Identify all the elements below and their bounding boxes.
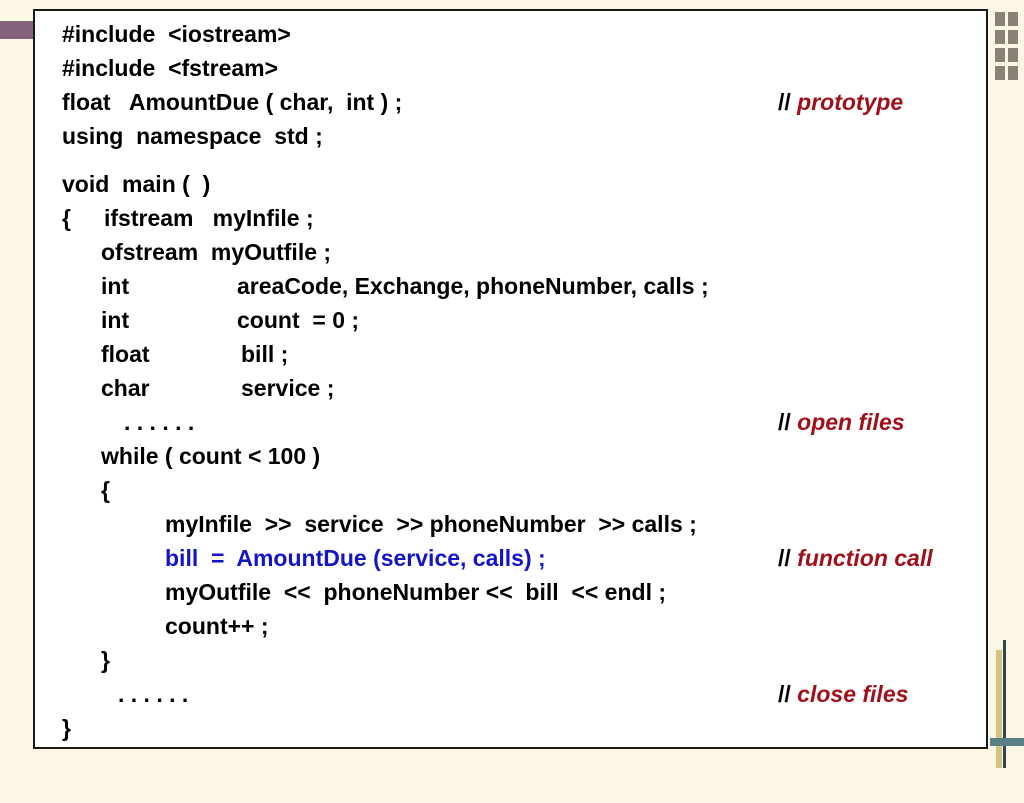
code-text: myOutfile << phoneNumber << bill << endl…	[165, 579, 667, 605]
code-listing: #include <iostream> #include <fstream> f…	[35, 11, 986, 747]
code-text: count++ ;	[165, 613, 269, 639]
code-text: service ;	[241, 375, 335, 401]
code-line: char service ;	[101, 373, 334, 403]
code-text: }	[101, 647, 110, 673]
code-line: { ifstream myInfile ;	[62, 203, 314, 233]
code-text: . . . . . .	[118, 681, 189, 707]
code-text: int	[101, 307, 130, 333]
code-line: #include <fstream>	[62, 53, 278, 83]
comment-text: open files	[797, 409, 905, 435]
code-line: int count = 0 ;	[101, 305, 359, 335]
code-line: float bill ;	[101, 339, 288, 369]
code-line: }	[62, 713, 100, 743]
code-line: while ( count < 100 )	[101, 441, 320, 471]
code-text: void main ( )	[62, 171, 211, 197]
code-text: {	[62, 205, 71, 231]
code-line: . . . . . . // open files	[62, 407, 905, 437]
code-line: #include <iostream>	[62, 19, 291, 49]
code-text: myInfile >> service >> phoneNumber >> ca…	[165, 511, 697, 537]
code-text: while ( count < 100 )	[101, 443, 321, 469]
decorative-pattern-icon	[993, 10, 1021, 88]
comment-prefix: //	[778, 409, 791, 435]
code-comment: // close files	[778, 679, 908, 709]
code-line: using namespace std ;	[62, 121, 323, 151]
code-text: ifstream myInfile ;	[104, 205, 314, 231]
code-line: ofstream myOutfile ;	[101, 237, 331, 267]
decorative-bar	[996, 650, 1002, 768]
comment-prefix: //	[778, 545, 791, 571]
code-line: count++ ;	[165, 611, 269, 641]
code-line: }	[101, 645, 139, 675]
code-text: ofstream myOutfile ;	[101, 239, 332, 265]
code-comment: // open files	[778, 407, 905, 437]
decorative-bar-horizontal	[990, 738, 1024, 746]
code-line: bill = AmountDue (service, calls) ; // f…	[62, 543, 933, 573]
code-comment: // function call	[778, 543, 933, 573]
code-text: #include <fstream>	[62, 55, 279, 81]
code-text: #include <iostream>	[62, 21, 291, 47]
code-text: int	[101, 273, 130, 299]
code-line: {	[101, 475, 139, 505]
code-line: myInfile >> service >> phoneNumber >> ca…	[165, 509, 697, 539]
code-comment: // prototype	[778, 87, 903, 117]
comment-text: close files	[797, 681, 909, 707]
accent-bar	[0, 21, 33, 39]
code-line: myOutfile << phoneNumber << bill << endl…	[165, 577, 666, 607]
code-text: . . . . . .	[124, 409, 195, 435]
comment-prefix: //	[778, 681, 791, 707]
code-text: using namespace std ;	[62, 123, 323, 149]
comment-prefix: //	[778, 89, 791, 115]
code-line: int areaCode, Exchange, phoneNumber, cal…	[101, 271, 709, 301]
code-line: void main ( )	[62, 169, 210, 199]
code-text: count = 0 ;	[237, 307, 360, 333]
comment-text: function call	[797, 545, 933, 571]
code-text: float	[101, 341, 150, 367]
code-text: char	[101, 375, 150, 401]
code-text: {	[101, 477, 110, 503]
code-line: float AmountDue ( char, int ) ; // proto…	[62, 87, 903, 117]
code-text: }	[62, 715, 71, 741]
code-line: . . . . . . // close files	[62, 679, 908, 709]
comment-text: prototype	[797, 89, 904, 115]
code-text-highlight: bill = AmountDue (service, calls) ;	[165, 545, 546, 571]
code-text: bill ;	[241, 341, 289, 367]
code-text: areaCode, Exchange, phoneNumber, calls ;	[237, 273, 709, 299]
slide-content-box: #include <iostream> #include <fstream> f…	[33, 9, 988, 749]
decorative-line	[1003, 640, 1006, 768]
code-text: float AmountDue ( char, int ) ;	[62, 89, 403, 115]
